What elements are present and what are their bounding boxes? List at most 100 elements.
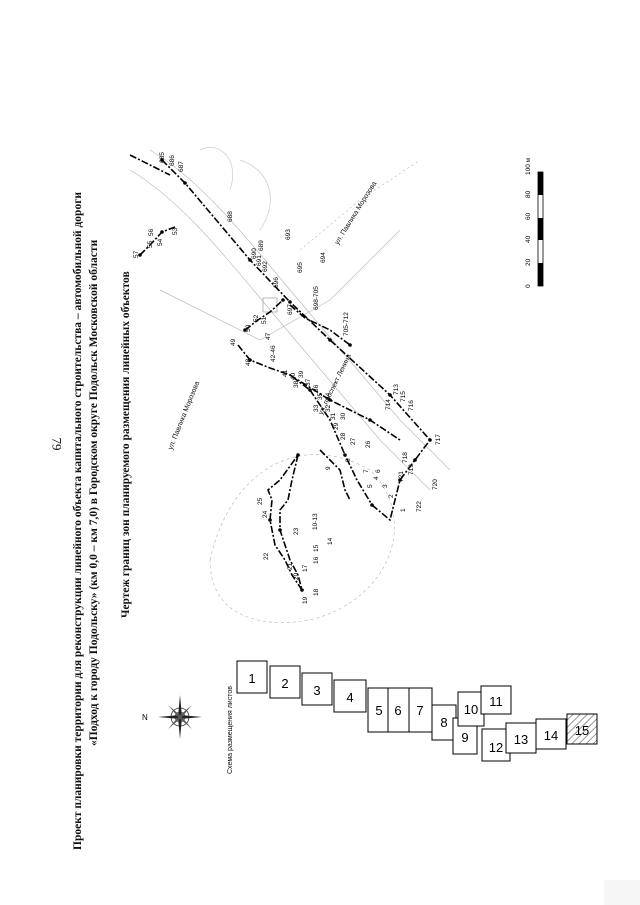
- vertex-label: 49: [230, 338, 237, 346]
- vertex-label: 720: [432, 479, 439, 490]
- vertex-label: 23: [293, 527, 300, 535]
- vertex-label: 694: [320, 252, 327, 263]
- svg-text:10: 10: [464, 702, 478, 717]
- scale-tick-20: 20: [525, 258, 532, 266]
- sheet-1: 1: [236, 660, 268, 694]
- vertex-label: 686: [169, 155, 176, 166]
- scale-tick-60: 60: [525, 212, 532, 220]
- vertex-label: 689: [258, 240, 265, 251]
- vertex-labels: 685 686 687 688 689 690 691 692 693 694 …: [133, 152, 442, 604]
- zone-boundary: [129, 154, 431, 591]
- svg-text:13: 13: [514, 732, 528, 747]
- svg-text:6: 6: [394, 703, 401, 718]
- svg-text:15: 15: [575, 723, 589, 738]
- sheet-11: 11: [480, 685, 512, 715]
- vertex-label: 42-46: [270, 345, 277, 362]
- vertex-label: 716: [408, 400, 415, 411]
- vertex-label: 5: [367, 484, 374, 488]
- vertex-label: 20: [293, 572, 300, 580]
- sheet-5: 5: [367, 687, 391, 733]
- vertex-label: 685: [159, 152, 166, 163]
- vertex-label: 35: [317, 392, 324, 400]
- scale-tick-80: 80: [525, 190, 532, 198]
- sheet-3: 3: [301, 672, 333, 706]
- vertex-label: 698-705: [313, 286, 320, 310]
- sheet-8: 8: [431, 704, 457, 741]
- street-label-morozova-north: ул. Павлика Морозова: [167, 380, 201, 450]
- svg-text:2: 2: [281, 676, 288, 691]
- vertex-label: 38: [293, 380, 300, 388]
- vertex-label: 40: [290, 372, 297, 380]
- scale-tick-0: 0: [525, 284, 532, 288]
- vertex-label: 695: [297, 262, 304, 273]
- svg-text:3: 3: [313, 683, 320, 698]
- sheet-7: 7: [408, 687, 433, 733]
- vertex-label: 33: [313, 404, 320, 412]
- sheet-14: 14: [535, 718, 567, 750]
- vertex-label: 19: [302, 596, 309, 604]
- vertex-label: 714: [385, 399, 392, 410]
- vertex-label: 6: [375, 469, 382, 473]
- vertex-label: 30: [340, 412, 347, 420]
- vertex-label: 47: [265, 332, 272, 340]
- svg-text:14: 14: [544, 728, 558, 743]
- sheet-scheme: 1 2 3 4 5 6 7 8 9 10 11 12 13 14 15: [236, 660, 598, 762]
- vertex-label: 57: [133, 250, 140, 258]
- vertex-label: 705-712: [343, 312, 350, 336]
- svg-text:N: N: [142, 713, 148, 722]
- vertex-label: 697: [287, 304, 294, 315]
- vertex-label: 692: [262, 261, 269, 272]
- svg-text:7: 7: [416, 703, 423, 718]
- sheet-10: 10: [457, 691, 485, 727]
- svg-text:8: 8: [440, 715, 447, 730]
- sheet-13: 13: [505, 722, 537, 754]
- vertex-label: 48: [245, 358, 252, 366]
- vertex-label: 687: [178, 161, 185, 172]
- vertex-label: 51: [261, 316, 268, 324]
- vertex-label: 21: [287, 562, 294, 570]
- vertex-label: 41: [282, 369, 289, 377]
- map-background: [129, 147, 451, 623]
- compass-rose-icon: N: [142, 695, 202, 739]
- boundary-vertices: [138, 158, 432, 592]
- vertex-label: 8: [345, 458, 352, 462]
- vertex-label: 717: [435, 434, 442, 445]
- vertex-label: 693: [285, 229, 292, 240]
- vertex-label: 3: [382, 484, 389, 488]
- vertex-label: 14: [327, 537, 334, 545]
- vertex-label: 36: [313, 384, 320, 392]
- sheet-15-current: 15: [566, 713, 598, 745]
- vertex-label: 15: [313, 544, 320, 552]
- vertex-label: 4: [373, 476, 380, 480]
- svg-text:9: 9: [461, 730, 468, 745]
- vertex-label: 690: [251, 248, 258, 259]
- vertex-label: 715: [400, 391, 407, 402]
- vertex-label: 24: [262, 510, 269, 518]
- vertex-label: 31: [330, 412, 337, 420]
- street-label-lenina: ул. проспект Ленина: [318, 353, 353, 416]
- svg-text:11: 11: [489, 694, 503, 709]
- scale-tick-40: 40: [525, 235, 532, 243]
- vertex-label: 2: [388, 494, 395, 498]
- svg-text:5: 5: [375, 703, 382, 718]
- svg-text:12: 12: [489, 740, 503, 755]
- scale-bar: [537, 171, 544, 287]
- vertex-label: 718: [402, 452, 409, 463]
- vertex-label: 25: [257, 497, 264, 505]
- vertex-label: 688: [227, 211, 234, 222]
- vertex-label: 32: [325, 404, 332, 412]
- vertex-label: 28: [340, 432, 347, 440]
- vertex-label: 53: [172, 227, 179, 235]
- sheet-2: 2: [269, 665, 301, 699]
- vertex-label: 696: [273, 277, 280, 288]
- vertex-label: 713: [393, 384, 400, 395]
- vertex-label: 691: [256, 255, 263, 266]
- vertex-label: 37: [305, 378, 312, 386]
- street-label-morozova-east: ул. Павлика Морозова: [334, 180, 379, 246]
- svg-text:4: 4: [346, 690, 353, 705]
- vertex-label: 34: [325, 392, 332, 400]
- sheet-12: 12: [481, 728, 511, 762]
- vertex-label: 26: [365, 440, 372, 448]
- vertex-label: 1: [400, 508, 407, 512]
- vertex-label: 16: [313, 556, 320, 564]
